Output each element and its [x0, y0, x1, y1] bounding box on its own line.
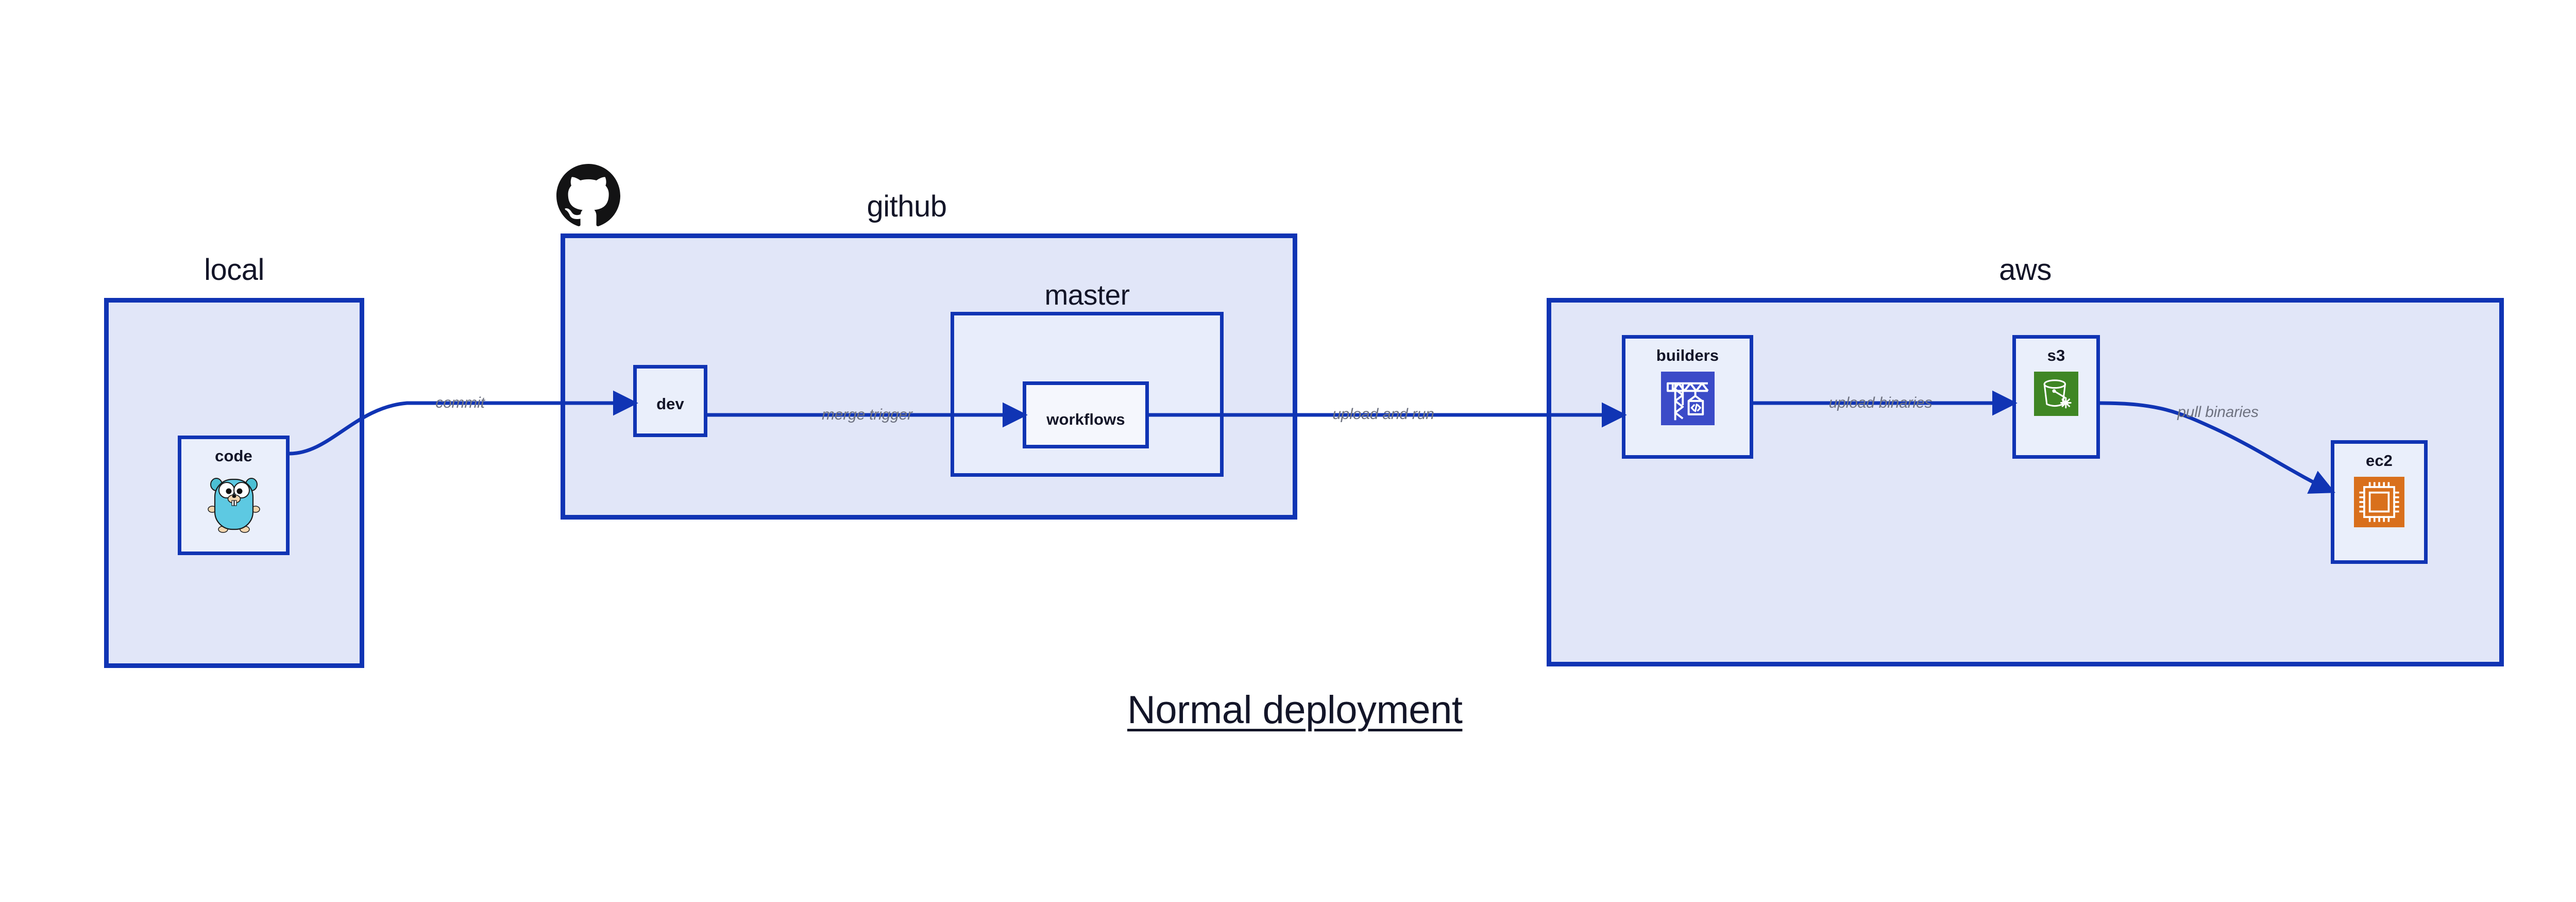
node-code-label: code [215, 447, 252, 465]
node-ec2[interactable]: ec2 [2331, 440, 2428, 564]
node-code[interactable]: code [178, 436, 290, 555]
aws-s3-bucket-icon [2034, 372, 2078, 419]
github-octocat-icon [556, 164, 620, 228]
node-dev-label: dev [656, 395, 684, 413]
go-gopher-icon [206, 472, 262, 536]
group-label-github: github [867, 190, 947, 223]
node-s3-label: s3 [2047, 346, 2065, 364]
edge-label-pull-binaries: pull binaries [2177, 404, 2259, 421]
aws-ec2-chip-icon [2354, 477, 2404, 530]
group-label-aws: aws [1999, 253, 2052, 287]
node-builders-label: builders [1656, 346, 1719, 364]
node-workflows-label: workflows [1046, 410, 1125, 428]
node-s3[interactable]: s3 [2012, 335, 2100, 459]
group-label-master: master [1044, 279, 1130, 311]
edge-label-merge-trigger: merge trigger [822, 406, 912, 423]
page-title: Normal deployment [1127, 688, 1463, 732]
node-workflows[interactable]: workflows [1023, 381, 1149, 448]
node-builders[interactable]: builders [1622, 335, 1753, 459]
node-dev[interactable]: dev [633, 365, 707, 437]
aws-codebuild-crane-icon [1660, 372, 1715, 428]
group-label-local: local [204, 253, 264, 287]
edge-label-upload-binaries: upload binaries [1828, 394, 1933, 411]
edge-label-upload-and-run: upload and run [1332, 406, 1434, 423]
edge-label-commit: commit [435, 394, 485, 411]
node-ec2-label: ec2 [2365, 452, 2393, 470]
